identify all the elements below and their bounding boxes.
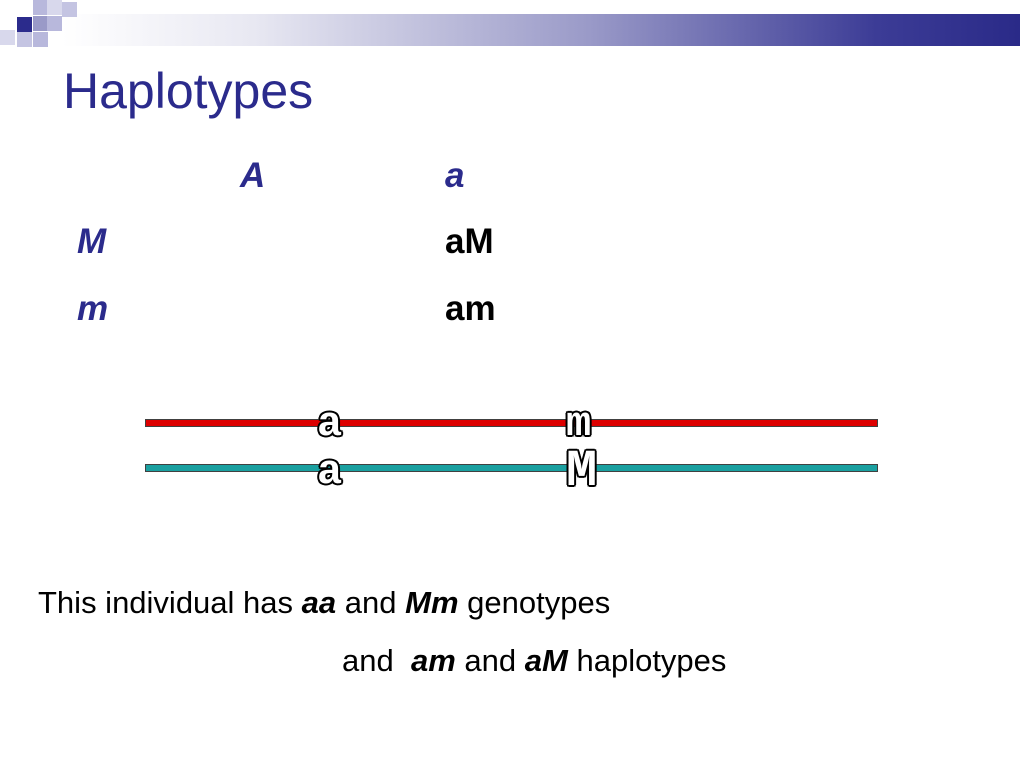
chromosome-bottom bbox=[145, 464, 878, 472]
slide-logo-squares bbox=[0, 0, 80, 70]
cell-aM: aM bbox=[445, 222, 494, 261]
caption-line-2: and am and aM haplotypes bbox=[342, 645, 726, 676]
caption-text: and bbox=[464, 643, 517, 678]
caption-term: aa bbox=[301, 585, 337, 620]
caption-term: aM bbox=[524, 643, 568, 678]
caption-text: and bbox=[344, 585, 397, 620]
caption-text: genotypes bbox=[467, 585, 611, 620]
col-header-A: A bbox=[240, 156, 266, 195]
chromosome-top-label-m: m bbox=[566, 400, 592, 448]
chromosome-bottom-label-a: a bbox=[317, 448, 343, 496]
chromosome-bottom-label-M: M bbox=[566, 442, 598, 501]
chromosome-top-label-a: a bbox=[317, 400, 343, 448]
caption-term: Mm bbox=[405, 585, 459, 620]
col-header-a: a bbox=[445, 156, 465, 195]
caption-text: haplotypes bbox=[576, 643, 727, 678]
caption-term: am bbox=[410, 643, 456, 678]
caption-text: and bbox=[342, 643, 394, 678]
chromosome-top bbox=[145, 419, 878, 427]
row-header-m: m bbox=[77, 289, 109, 328]
cell-am: am bbox=[445, 289, 496, 328]
header-gradient-bar bbox=[62, 14, 1020, 46]
caption-text: This individual has bbox=[38, 585, 294, 620]
slide-title: Haplotypes bbox=[63, 63, 314, 119]
caption-line-1: This individual has aa and Mm genotypes bbox=[38, 587, 610, 618]
row-header-M: M bbox=[77, 222, 107, 261]
